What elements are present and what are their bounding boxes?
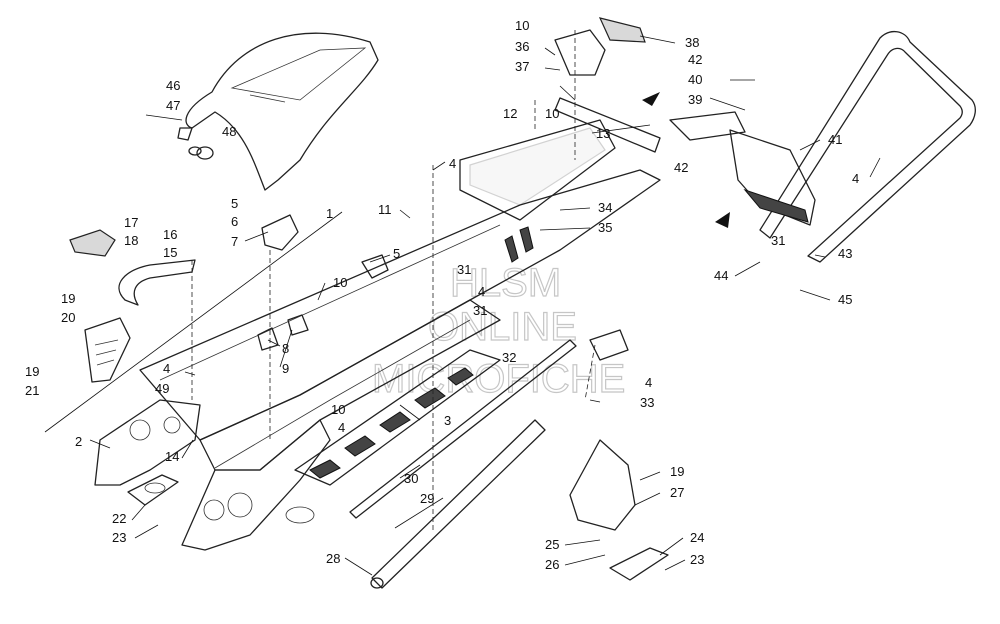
- callout-7: 7: [231, 234, 238, 249]
- running-board-part: [294, 349, 501, 486]
- callout-49: 49: [155, 381, 169, 396]
- callout-32: 32: [502, 350, 516, 365]
- bracket-38-part: [554, 17, 646, 76]
- callout-4-a: 4: [449, 156, 456, 171]
- callout-19-b: 19: [25, 364, 39, 379]
- hitch-bracket-part: [584, 329, 629, 401]
- callout-2: 2: [75, 434, 82, 449]
- callout-10-d: 10: [331, 402, 345, 417]
- bracket-17-part: [69, 229, 116, 257]
- callout-40: 40: [688, 72, 702, 87]
- callout-13: 13: [596, 126, 610, 141]
- seat-part: [177, 32, 379, 191]
- callout-29: 29: [420, 491, 434, 506]
- snow-flap-part: [669, 111, 816, 226]
- callout-1: 1: [326, 206, 333, 221]
- foot-cap-part: [609, 547, 669, 581]
- callout-23-b: 23: [690, 552, 704, 567]
- callout-6: 6: [231, 214, 238, 229]
- callout-4-d: 4: [338, 420, 345, 435]
- bracket-7-part: [261, 214, 299, 251]
- callout-15: 15: [163, 245, 177, 260]
- watermark-line-2: ONLINE: [428, 305, 577, 349]
- callout-31-a: 31: [457, 262, 471, 277]
- callout-10-b: 10: [545, 106, 559, 121]
- callout-27: 27: [670, 485, 684, 500]
- callout-36: 36: [515, 39, 529, 54]
- tunnel-part: [139, 119, 661, 551]
- small-parts: [257, 254, 389, 351]
- callout-4-f: 4: [645, 375, 652, 390]
- callout-10-a: 10: [515, 18, 529, 33]
- callout-4-b: 4: [852, 171, 859, 186]
- callout-16: 16: [163, 227, 177, 242]
- callout-43: 43: [838, 246, 852, 261]
- callout-4-c: 4: [163, 361, 170, 376]
- callout-12: 12: [503, 106, 517, 121]
- watermark-line-3: MICROFICHE: [372, 357, 625, 401]
- callout-48: 48: [222, 124, 236, 139]
- callout-23-a: 23: [112, 530, 126, 545]
- callout-41: 41: [828, 132, 842, 147]
- leader-lines: [44, 35, 881, 576]
- callout-3: 3: [444, 413, 451, 428]
- foot-plate-part: [127, 474, 179, 506]
- callout-5-b: 5: [393, 246, 400, 261]
- callout-21: 21: [25, 383, 39, 398]
- callout-30: 30: [404, 471, 418, 486]
- callout-28: 28: [326, 551, 340, 566]
- callout-47: 47: [166, 98, 180, 113]
- callout-37: 37: [515, 59, 529, 74]
- arrow-icon: [642, 92, 660, 106]
- callout-8: 8: [282, 341, 289, 356]
- rear-plate-13-part: [554, 97, 661, 153]
- handle-part: [118, 259, 196, 306]
- callout-42-b: 42: [674, 160, 688, 175]
- side-panel-part: [94, 399, 201, 486]
- callout-22: 22: [112, 511, 126, 526]
- callout-31-b: 31: [473, 303, 487, 318]
- callout-26: 26: [545, 557, 559, 572]
- callout-10-c: 10: [333, 275, 347, 290]
- callout-34: 34: [598, 200, 612, 215]
- callout-39: 39: [688, 92, 702, 107]
- callout-42-a: 42: [688, 52, 702, 67]
- callout-44: 44: [714, 268, 728, 283]
- callout-38: 38: [685, 35, 699, 50]
- arrow-icons: [642, 92, 730, 228]
- reflector-part: [504, 226, 534, 263]
- watermark: HLSM ONLINE MICROFICHE: [371, 260, 626, 401]
- callout-17: 17: [124, 215, 138, 230]
- callout-24: 24: [690, 530, 704, 545]
- arrow-icon: [715, 212, 730, 228]
- callout-4-e: 4: [478, 284, 485, 299]
- callout-19-a: 19: [61, 291, 75, 306]
- callout-35: 35: [598, 220, 612, 235]
- callout-9: 9: [282, 361, 289, 376]
- callout-46: 46: [166, 78, 180, 93]
- callout-31-c: 31: [771, 233, 785, 248]
- callout-19-c: 19: [670, 464, 684, 479]
- callout-11: 11: [378, 202, 392, 217]
- callout-45: 45: [838, 292, 852, 307]
- rear-bumper-part: [759, 31, 976, 263]
- callouts: 1 2 3 4 4 4 4 4 4 5 5 6 7 8 9 10 10 10 1…: [25, 18, 859, 572]
- side-tube-part: [349, 339, 577, 589]
- foot-bracket-part: [569, 439, 636, 531]
- watermark-line-1: HLSM: [450, 261, 561, 305]
- callout-14: 14: [165, 449, 179, 464]
- callout-33: 33: [640, 395, 654, 410]
- bracket-20-part: [84, 317, 131, 383]
- callout-20: 20: [61, 310, 75, 325]
- callout-18: 18: [124, 233, 138, 248]
- seat-hardware: [145, 114, 214, 160]
- callout-5-a: 5: [231, 196, 238, 211]
- dashed-guides: [191, 30, 576, 530]
- callout-25: 25: [545, 537, 559, 552]
